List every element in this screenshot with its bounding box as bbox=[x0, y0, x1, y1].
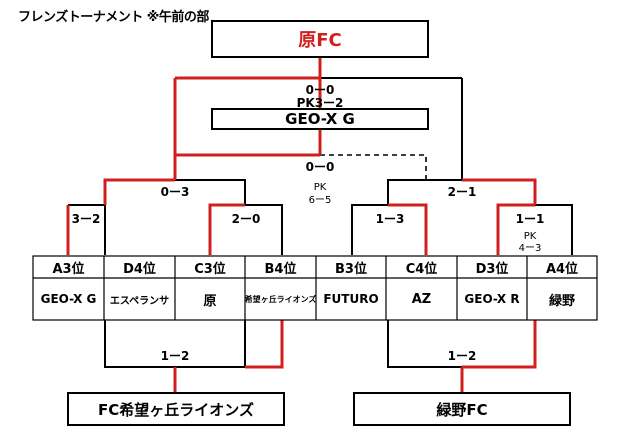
team-name-5: FUTURO bbox=[323, 292, 379, 306]
team-rank-4: B4位 bbox=[264, 261, 297, 277]
champion-box: 原FC bbox=[211, 20, 429, 58]
team-name-3: 原 bbox=[203, 293, 217, 309]
team-name-1: GEO-X G bbox=[40, 292, 97, 306]
page-title: フレンズトーナメント ※午前の部 bbox=[18, 10, 209, 25]
round1-score-4: 1ー1 bbox=[515, 212, 545, 226]
round1-score-1: 3ー2 bbox=[71, 212, 101, 226]
consolation-left-winner-box: FC希望ヶ丘ライオンズ bbox=[67, 392, 285, 426]
team-rank-7: D3位 bbox=[475, 261, 509, 277]
team-name-7: GEO-X R bbox=[464, 292, 520, 306]
team-name-6: AZ bbox=[411, 291, 432, 307]
semi-pk-label: PK bbox=[313, 182, 327, 193]
team-rank-3: C3位 bbox=[194, 261, 226, 277]
champion-name: 原FC bbox=[298, 30, 342, 51]
team-rank-8: A4位 bbox=[545, 261, 579, 277]
semi-score: 0ー0 bbox=[305, 160, 335, 174]
runner-up-name: GEO-X G bbox=[285, 110, 355, 128]
round1-score-3: 1ー3 bbox=[375, 212, 405, 226]
runner-up-box: GEO-X G bbox=[211, 108, 429, 130]
team-name-8: 緑野 bbox=[548, 293, 575, 309]
consolation-right-winner-box: 緑野FC bbox=[353, 392, 571, 426]
consolation-right-score: 1ー2 bbox=[447, 349, 477, 363]
round1-score-2: 2ー0 bbox=[231, 212, 261, 226]
final-pk-score: PK3ー2 bbox=[296, 96, 344, 110]
team-name-2: エスペランサ bbox=[109, 295, 170, 307]
team-rank-2: D4位 bbox=[123, 261, 156, 277]
semi-pk-score: 6ー5 bbox=[308, 195, 332, 206]
bracket-lines-red bbox=[66, 58, 537, 392]
consolation-left-score: 1ー2 bbox=[160, 349, 190, 363]
team-name-4: 希望ヶ丘ライオンズ bbox=[244, 294, 317, 304]
consolation-left-winner: FC希望ヶ丘ライオンズ bbox=[98, 400, 254, 419]
team-rank-5: B3位 bbox=[335, 261, 367, 277]
round1-pk-label-4: PK bbox=[523, 231, 537, 242]
team-rank-1: A3位 bbox=[52, 261, 85, 277]
team-rank-6: C4位 bbox=[405, 261, 438, 277]
round2-left-score: 0ー3 bbox=[160, 185, 190, 199]
consolation-right-winner: 緑野FC bbox=[436, 400, 488, 419]
round2-right-score: 2ー1 bbox=[447, 185, 477, 199]
round1-pk-score-4: 4ー3 bbox=[518, 243, 542, 254]
final-score: 0ー0 bbox=[305, 83, 335, 97]
bracket-lines-black bbox=[68, 77, 573, 368]
